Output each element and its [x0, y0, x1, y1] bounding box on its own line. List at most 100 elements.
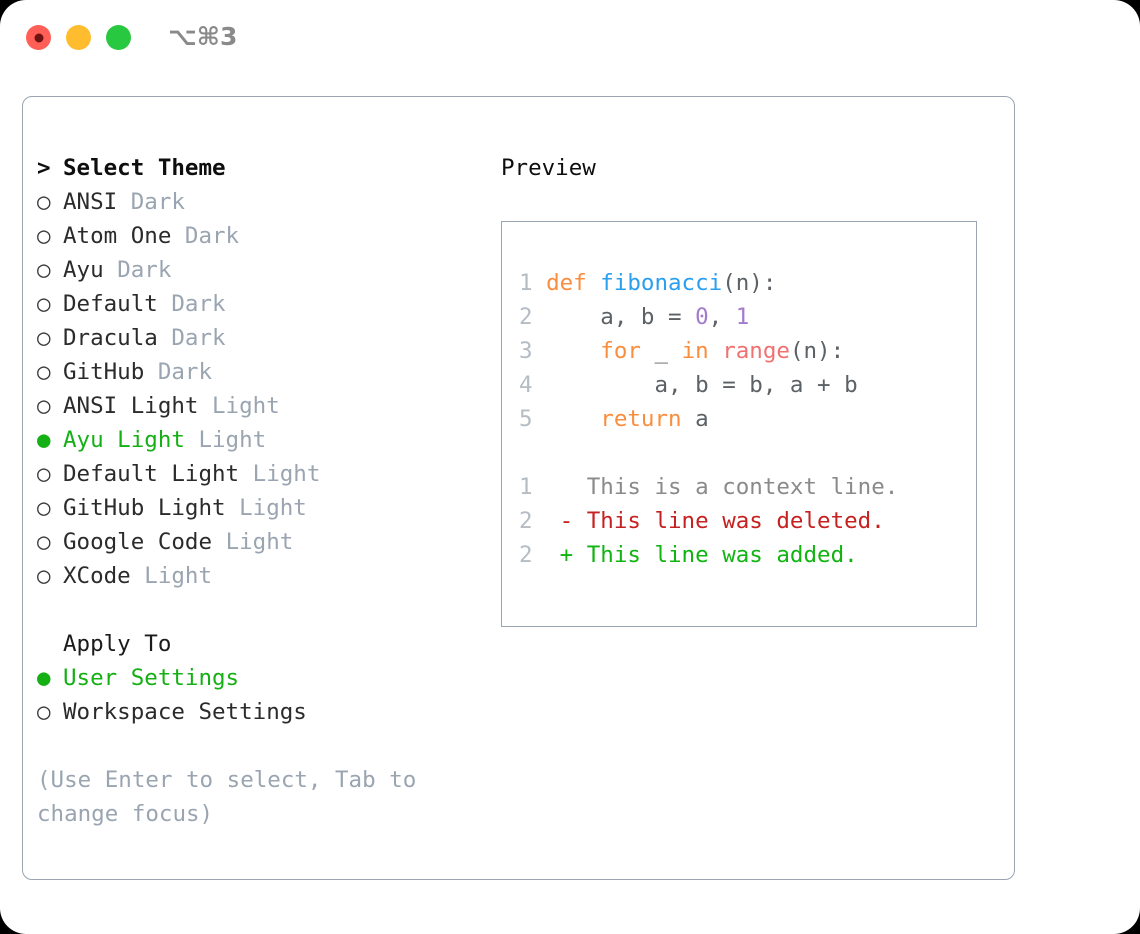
code-token-plain — [709, 338, 723, 364]
theme-option-dracula[interactable]: ○ Dracula Dark — [37, 321, 487, 355]
diff-sign — [560, 474, 574, 500]
radio-unselected-icon: ○ — [37, 529, 51, 555]
theme-option-label: GitHub — [63, 359, 145, 385]
radio-unselected-icon: ○ — [37, 699, 51, 725]
apply-to-option-workspace-settings[interactable]: ○ Workspace Settings — [37, 695, 487, 729]
prompt-caret-icon: > — [37, 155, 51, 181]
title-bar: ⌥⌘3 — [0, 0, 1140, 78]
code-token-kw: return — [600, 406, 682, 432]
radio-unselected-icon: ○ — [37, 563, 51, 589]
theme-variant-tag: Light — [198, 427, 267, 453]
radio-unselected-icon: ○ — [37, 257, 51, 283]
theme-option-google-code[interactable]: ○ Google Code Light — [37, 525, 487, 559]
theme-option-label: Ayu Light — [63, 427, 185, 453]
theme-option-label: GitHub Light — [63, 495, 226, 521]
radio-unselected-icon: ○ — [37, 393, 51, 419]
minimize-window-button[interactable] — [66, 25, 91, 50]
theme-variant-tag: Light — [212, 393, 280, 419]
diff-text: This line was added. — [573, 542, 858, 568]
theme-option-ayu[interactable]: ○ Ayu Dark — [37, 253, 487, 287]
line-number: 2 — [519, 542, 533, 568]
code-line: 3 for _ in range(n): — [519, 334, 898, 368]
code-token-punc: (n): — [722, 270, 777, 296]
theme-option-label: Ayu — [63, 257, 104, 283]
code-token-plain: a, b = b, a + b — [546, 372, 858, 398]
close-window-button[interactable] — [26, 25, 51, 50]
code-blank-line — [519, 436, 898, 470]
content-panel: >Select Theme ○ANSI Dark○Atom One Dark○A… — [22, 96, 1015, 880]
theme-option-ayu-light[interactable]: ●Ayu Light Light — [37, 423, 487, 457]
theme-selection-column: >Select Theme ○ANSI Dark○Atom One Dark○A… — [37, 151, 487, 831]
diff-text: This is a context line. — [573, 474, 899, 500]
theme-variant-tag: Dark — [171, 325, 226, 351]
theme-option-github[interactable]: ○GitHub Dark — [37, 355, 487, 389]
apply-to-option-user-settings[interactable]: ● User Settings — [37, 661, 487, 695]
theme-option-label: Google Code — [63, 529, 213, 555]
diff-text: This line was deleted. — [573, 508, 885, 534]
line-number: 2 — [519, 304, 533, 330]
code-token-kw: def — [546, 270, 601, 296]
line-number: 3 — [519, 338, 533, 364]
theme-variant-tag: Dark — [184, 223, 240, 249]
theme-variant-tag: Light — [144, 563, 213, 589]
code-line: 1 def fibonacci(n): — [519, 266, 898, 300]
code-token-bi: range — [722, 338, 790, 364]
theme-option-xcode[interactable]: ○ XCode Light — [37, 559, 487, 593]
theme-option-label: Default Light — [63, 461, 240, 487]
theme-option-atom-one[interactable]: ○ Atom One Dark — [37, 219, 487, 253]
code-token-kw: for — [600, 338, 641, 364]
theme-option-default-light[interactable]: ○Default Light Light — [37, 457, 487, 491]
line-number: 2 — [519, 508, 533, 534]
theme-variant-tag: Dark — [130, 189, 185, 215]
theme-option-github-light[interactable]: ○ GitHub Light Light — [37, 491, 487, 525]
radio-unselected-icon: ○ — [37, 189, 51, 215]
diff-line-addition: 2 + This line was added. — [519, 538, 898, 572]
select-theme-heading-label: Select Theme — [63, 155, 226, 181]
code-line: 5 return a — [519, 402, 898, 436]
apply-to-option-label: Workspace Settings — [63, 699, 307, 725]
radio-unselected-icon: ○ — [37, 495, 51, 521]
theme-variant-tag: Light — [239, 495, 307, 521]
theme-option-ansi-light[interactable]: ○ANSI Light Light — [37, 389, 487, 423]
radio-unselected-icon: ○ — [37, 223, 51, 249]
code-sample: 1 def fibonacci(n): 2 a, b = 0, 1 3 for _ … — [519, 266, 898, 572]
code-token-plain: a, b = — [546, 304, 696, 330]
theme-variant-tag: Light — [252, 461, 321, 487]
window-controls — [26, 25, 131, 50]
theme-option-label: ANSI — [63, 189, 118, 215]
line-number: 5 — [519, 406, 533, 432]
maximize-window-button[interactable] — [106, 25, 131, 50]
theme-variant-tag: Dark — [117, 257, 172, 283]
theme-option-label: Dracula — [63, 325, 158, 351]
line-number: 4 — [519, 372, 533, 398]
code-line: 4 a, b = b, a + b — [519, 368, 898, 402]
apply-to-list: ● User Settings ○ Workspace Settings — [37, 661, 487, 729]
theme-option-label: XCode — [63, 563, 131, 589]
theme-variant-tag: Light — [225, 529, 294, 555]
select-theme-heading: > Select Theme — [37, 151, 487, 185]
apply-to-option-label: User Settings — [63, 665, 240, 691]
code-token-plain: _ — [640, 338, 682, 364]
code-token-num: 0 — [695, 304, 709, 330]
radio-selected-icon: ● — [37, 665, 51, 691]
list-spacer — [37, 593, 487, 627]
diff-line-deletion: 2 - This line was deleted. — [519, 504, 898, 538]
keyboard-shortcut-label: ⌥⌘3 — [168, 22, 238, 51]
code-token-plain: , — [708, 304, 736, 330]
apply-to-heading: Apply To — [37, 627, 487, 661]
keyboard-hint-text: (Use Enter to select, Tab to change focu… — [37, 767, 417, 827]
preview-box: 1 def fibonacci(n): 2 a, b = 0, 1 3 for _ … — [501, 221, 977, 627]
theme-option-ansi[interactable]: ○ ANSI Dark — [37, 185, 487, 219]
code-token-kw: in — [681, 338, 709, 364]
code-token-plain: a — [681, 406, 709, 432]
theme-option-label: Atom One — [63, 223, 172, 249]
diff-sign: + — [559, 542, 574, 568]
preview-column: Preview 1 def fibonacci(n):2 a, b = 0, 1… — [501, 151, 1001, 627]
line-number: 1 — [519, 270, 533, 296]
theme-option-default[interactable]: ○Default Dark — [37, 287, 487, 321]
theme-variant-tag: Dark — [157, 359, 213, 385]
code-token-plain — [546, 406, 600, 432]
line-number: 1 — [519, 474, 533, 500]
radio-unselected-icon: ○ — [37, 325, 51, 351]
